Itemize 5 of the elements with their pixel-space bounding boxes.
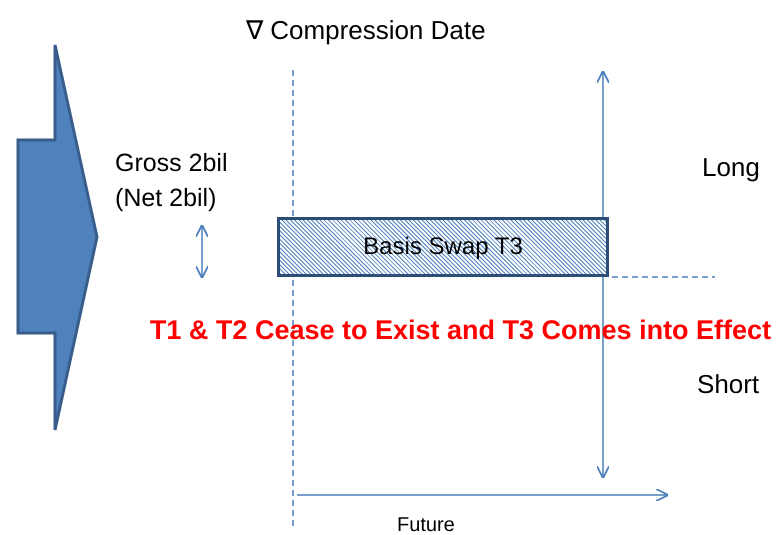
axis-label: Short [697, 368, 760, 401]
axis-label: Long [702, 151, 760, 184]
amount-label: Gross 2bil (Net 2bil) [115, 148, 229, 214]
axis-label: Future [397, 513, 455, 535]
heading: ∇ Compression Date [246, 14, 486, 47]
